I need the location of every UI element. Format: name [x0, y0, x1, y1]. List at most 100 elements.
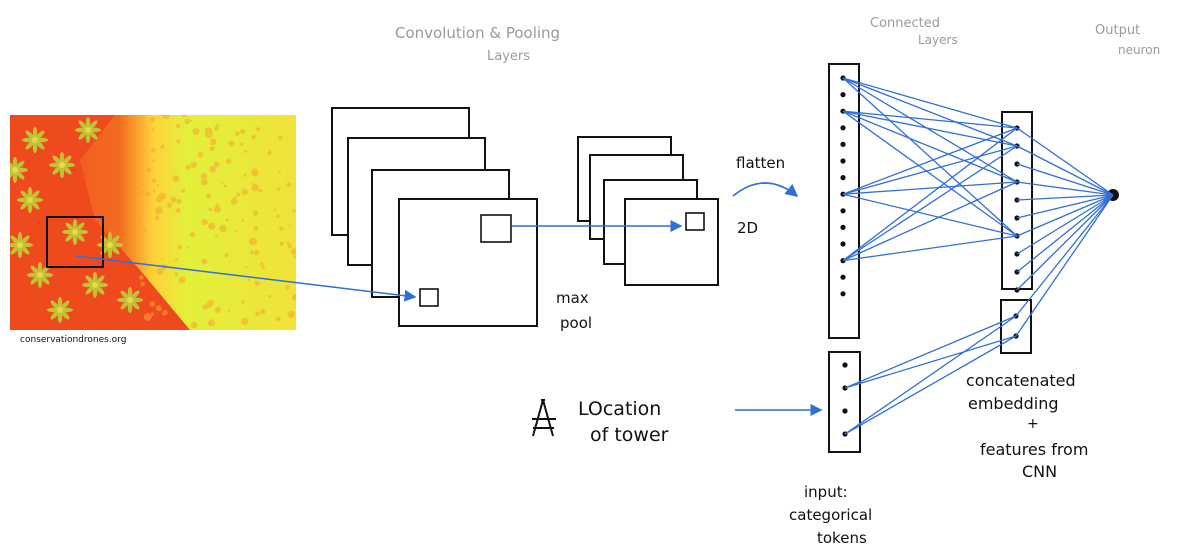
- texture-speck: [240, 142, 244, 146]
- palm-frond: [30, 190, 40, 200]
- palm-crown: [127, 297, 133, 303]
- palm-frond: [85, 285, 95, 295]
- connection-line: [842, 181, 1018, 195]
- palm-frond: [50, 300, 60, 310]
- connection-line: [842, 127, 1018, 195]
- max-pool-label-line2: pool: [560, 314, 592, 332]
- connection-line: [844, 335, 1017, 389]
- texture-speck: [178, 276, 186, 284]
- texture-speck: [190, 321, 198, 329]
- palm-crown: [92, 282, 98, 288]
- texture-speck: [155, 305, 162, 312]
- palm-frond: [57, 297, 63, 309]
- palm-frond: [35, 140, 45, 150]
- palm-frond: [41, 272, 53, 278]
- texture-speck: [176, 139, 181, 144]
- texture-speck: [230, 198, 238, 205]
- flatten-label: flatten: [736, 154, 785, 172]
- connection-line: [842, 145, 1018, 195]
- flatten-dimension-label: 2D: [737, 219, 758, 237]
- texture-speck: [227, 310, 230, 313]
- palm-frond: [20, 200, 30, 210]
- texture-speck: [241, 300, 245, 304]
- palm-frond: [117, 297, 129, 303]
- texture-speck: [160, 144, 165, 149]
- palm-frond: [15, 170, 25, 180]
- concat-label-plus: +: [1027, 416, 1039, 432]
- texture-speck: [288, 243, 293, 248]
- texture-speck: [181, 188, 186, 193]
- connection-line: [844, 315, 1017, 435]
- connection-lines: [842, 77, 1114, 435]
- texture-speck: [208, 207, 213, 212]
- palm-frond: [78, 120, 88, 130]
- palm-frond: [32, 127, 38, 139]
- texture-speck: [173, 197, 176, 200]
- connection-line: [1016, 145, 1114, 196]
- texture-speck: [154, 206, 163, 215]
- palm-frond: [65, 222, 75, 232]
- texture-speck: [138, 189, 144, 196]
- transmission-tower-icon: [532, 399, 556, 437]
- texture-speck: [276, 214, 280, 218]
- texture-speck: [253, 249, 260, 256]
- texture-speck: [149, 301, 156, 307]
- texture-speck: [150, 312, 155, 316]
- palm-frond: [17, 197, 29, 203]
- texture-speck: [219, 224, 227, 233]
- texture-speck: [273, 208, 277, 212]
- texture-speck: [260, 309, 266, 315]
- palm-frond: [92, 272, 98, 284]
- texture-speck: [251, 134, 256, 140]
- flattened-vector-node: [840, 125, 846, 131]
- palm-frond: [17, 232, 23, 244]
- flattened-vector-node: [840, 274, 846, 280]
- palm-frond: [52, 155, 62, 165]
- connection-line: [842, 235, 1018, 262]
- texture-speck: [160, 149, 163, 152]
- flattened-vector-node: [840, 92, 846, 98]
- flattened-vector-node: [840, 141, 846, 147]
- texture-speck: [241, 219, 245, 222]
- texture-speck: [276, 187, 281, 191]
- texture-speck: [143, 313, 152, 321]
- texture-speck: [152, 189, 156, 193]
- palm-frond: [27, 272, 39, 278]
- texture-speck: [190, 161, 198, 169]
- texture-speck: [287, 310, 295, 318]
- texture-speck: [251, 183, 260, 192]
- texture-speck: [251, 182, 255, 185]
- connection-line: [842, 145, 1018, 262]
- texture-speck: [172, 175, 180, 183]
- texture-speck: [288, 224, 291, 227]
- texture-speck: [152, 158, 155, 162]
- texture-speck: [286, 241, 290, 245]
- palm-frond: [95, 275, 105, 285]
- connection-line: [1016, 127, 1114, 196]
- palm-frond: [20, 245, 30, 255]
- texture-speck: [234, 230, 237, 233]
- texture-speck: [209, 146, 215, 152]
- palm-frond: [120, 290, 130, 300]
- texture-speck: [154, 215, 160, 221]
- location-label-line1: LOcation: [578, 398, 661, 420]
- palm-frond: [85, 131, 91, 143]
- texture-speck: [201, 258, 208, 265]
- palm-frond: [22, 137, 34, 143]
- texture-speck: [150, 147, 156, 153]
- texture-speck: [251, 168, 259, 177]
- palm-frond: [30, 200, 40, 210]
- palm-crown: [32, 137, 38, 143]
- texture-speck: [156, 268, 164, 276]
- palm-frond: [12, 171, 18, 183]
- connection-line: [842, 110, 1018, 237]
- palm-frond: [75, 127, 87, 133]
- texture-speck: [221, 181, 224, 184]
- texture-speck: [214, 207, 221, 213]
- palm-frond: [27, 187, 33, 199]
- texture-speck: [240, 128, 246, 134]
- texture-speck: [200, 172, 208, 180]
- texture-speck: [205, 193, 212, 199]
- palm-frond: [127, 301, 133, 313]
- texture-speck: [250, 250, 254, 255]
